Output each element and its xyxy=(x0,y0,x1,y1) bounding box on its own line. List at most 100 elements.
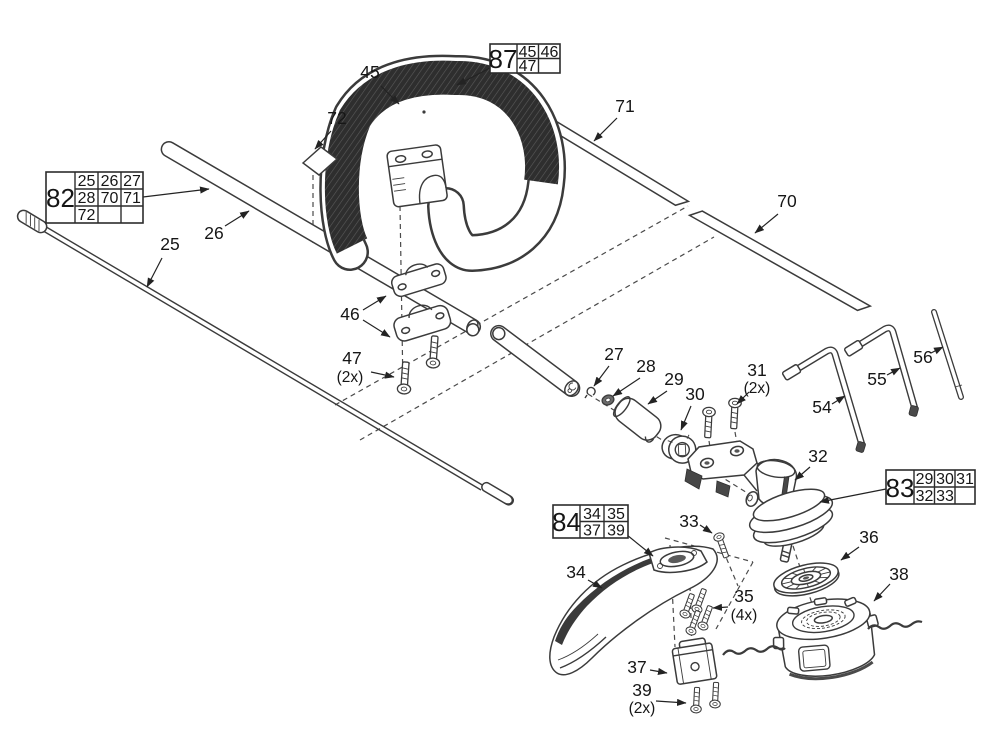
tool-wrench-54 xyxy=(781,346,866,453)
callout-32: 32 xyxy=(794,446,828,481)
callout-31-qty: (2x) xyxy=(744,380,771,397)
callout-31: 31 (2x) xyxy=(736,360,771,405)
tool-wrench-55 xyxy=(843,324,919,417)
callout-35-label: 35 xyxy=(734,586,753,606)
ref-box-84-id: 84 xyxy=(552,507,581,537)
callout-37: 37 xyxy=(627,657,668,677)
part-sleeve-29 xyxy=(612,396,662,443)
callout-34: 34 xyxy=(566,562,603,589)
callout-47-qty: (2x) xyxy=(337,369,364,386)
callout-26-label: 26 xyxy=(204,223,223,243)
callout-37-label: 37 xyxy=(627,657,646,677)
svg-text:25: 25 xyxy=(78,173,96,190)
callout-70: 70 xyxy=(754,191,797,234)
callout-38: 38 xyxy=(873,564,909,602)
svg-text:70: 70 xyxy=(101,190,119,207)
callout-54: 54 xyxy=(812,395,846,417)
callout-29-label: 29 xyxy=(664,369,683,389)
callout-47: 47 (2x) xyxy=(337,348,395,386)
part-washer-36 xyxy=(773,562,840,597)
ref-box-87-id: 87 xyxy=(489,44,518,74)
svg-text:71: 71 xyxy=(123,190,141,207)
part-handle-45 xyxy=(319,54,566,273)
part-washer-28 xyxy=(601,394,615,406)
callout-39-label: 39 xyxy=(632,680,651,700)
part-bracket-46a xyxy=(390,263,447,298)
callout-39-qty: (2x) xyxy=(629,700,656,717)
part-driveshaft-25 xyxy=(16,209,515,506)
callout-55: 55 xyxy=(867,367,901,389)
ref-box-82: 82 25 26 27 28 70 71 72 xyxy=(45,171,210,224)
part-clip-27 xyxy=(584,386,596,399)
part-screw-47b xyxy=(425,334,443,369)
callout-33: 33 xyxy=(679,511,713,534)
callout-27-label: 27 xyxy=(604,344,623,364)
part-screws-35 xyxy=(678,586,716,637)
svg-text:30: 30 xyxy=(936,471,954,488)
part-gearhead-32 xyxy=(684,440,834,563)
callout-55-label: 55 xyxy=(867,369,886,389)
callout-47-label: 47 xyxy=(342,348,361,368)
part-screw-39a xyxy=(690,686,703,714)
svg-text:28: 28 xyxy=(78,190,96,207)
part-plate-37 xyxy=(671,637,718,685)
callout-70-label: 70 xyxy=(777,191,797,211)
svg-text:26: 26 xyxy=(101,173,119,190)
ref-box-87: 87 45 46 47 xyxy=(456,43,561,86)
part-shaft-tube-lower xyxy=(490,324,581,397)
callout-46-label: 46 xyxy=(340,304,359,324)
svg-text:27: 27 xyxy=(123,173,141,190)
callout-45-label: 45 xyxy=(360,62,379,82)
callout-72-label: 72 xyxy=(327,108,346,128)
part-sticker-72 xyxy=(301,146,339,176)
callout-25: 25 xyxy=(146,234,180,288)
part-spool-38 xyxy=(772,596,879,681)
callout-28-label: 28 xyxy=(636,356,655,376)
callout-72: 72 xyxy=(314,108,347,150)
callout-26: 26 xyxy=(204,210,250,243)
svg-text:31: 31 xyxy=(956,471,974,488)
svg-text:47: 47 xyxy=(519,58,537,75)
callout-35: 35 (4x) xyxy=(712,586,758,624)
callout-71: 71 xyxy=(593,96,635,142)
callout-56-label: 56 xyxy=(913,347,932,367)
ref-box-83-id: 83 xyxy=(886,473,915,503)
callout-30-label: 30 xyxy=(685,384,705,404)
part-bracket-46b xyxy=(393,304,452,342)
part-screw-31b xyxy=(726,397,743,430)
callout-34-label: 34 xyxy=(566,562,586,582)
callout-45: 45 xyxy=(360,62,400,105)
part-strip-70 xyxy=(687,210,873,312)
ref-box-83: 83 29 30 31 32 33 xyxy=(819,469,976,505)
part-coupler-30 xyxy=(661,433,697,464)
part-guard-34 xyxy=(549,545,718,676)
callout-25-label: 25 xyxy=(160,234,179,254)
callout-28: 28 xyxy=(612,356,656,397)
callout-30: 30 xyxy=(680,384,705,431)
part-screw-47a xyxy=(396,360,414,395)
tool-rod-56 xyxy=(931,309,964,400)
part-trimmer-line xyxy=(722,620,923,656)
callout-56: 56 xyxy=(913,346,944,367)
callout-35-qty: (4x) xyxy=(731,607,758,624)
callout-54-label: 54 xyxy=(812,397,832,417)
svg-text:33: 33 xyxy=(936,488,954,505)
callout-71-label: 71 xyxy=(615,96,634,116)
svg-text:34: 34 xyxy=(583,506,601,523)
svg-text:45: 45 xyxy=(519,44,537,61)
callout-29: 29 xyxy=(647,369,684,405)
part-screw-31a xyxy=(700,406,717,439)
svg-text:29: 29 xyxy=(916,471,934,488)
ref-box-84: 84 34 35 37 39 xyxy=(552,504,654,557)
callout-31-label: 31 xyxy=(747,360,766,380)
ref-box-82-id: 82 xyxy=(46,183,75,213)
svg-text:72: 72 xyxy=(78,207,96,224)
callout-32-label: 32 xyxy=(808,446,827,466)
svg-text:39: 39 xyxy=(607,523,625,540)
part-screw-39b xyxy=(709,681,722,709)
callout-36: 36 xyxy=(840,527,879,561)
callout-33-label: 33 xyxy=(679,511,698,531)
svg-text:32: 32 xyxy=(916,488,934,505)
